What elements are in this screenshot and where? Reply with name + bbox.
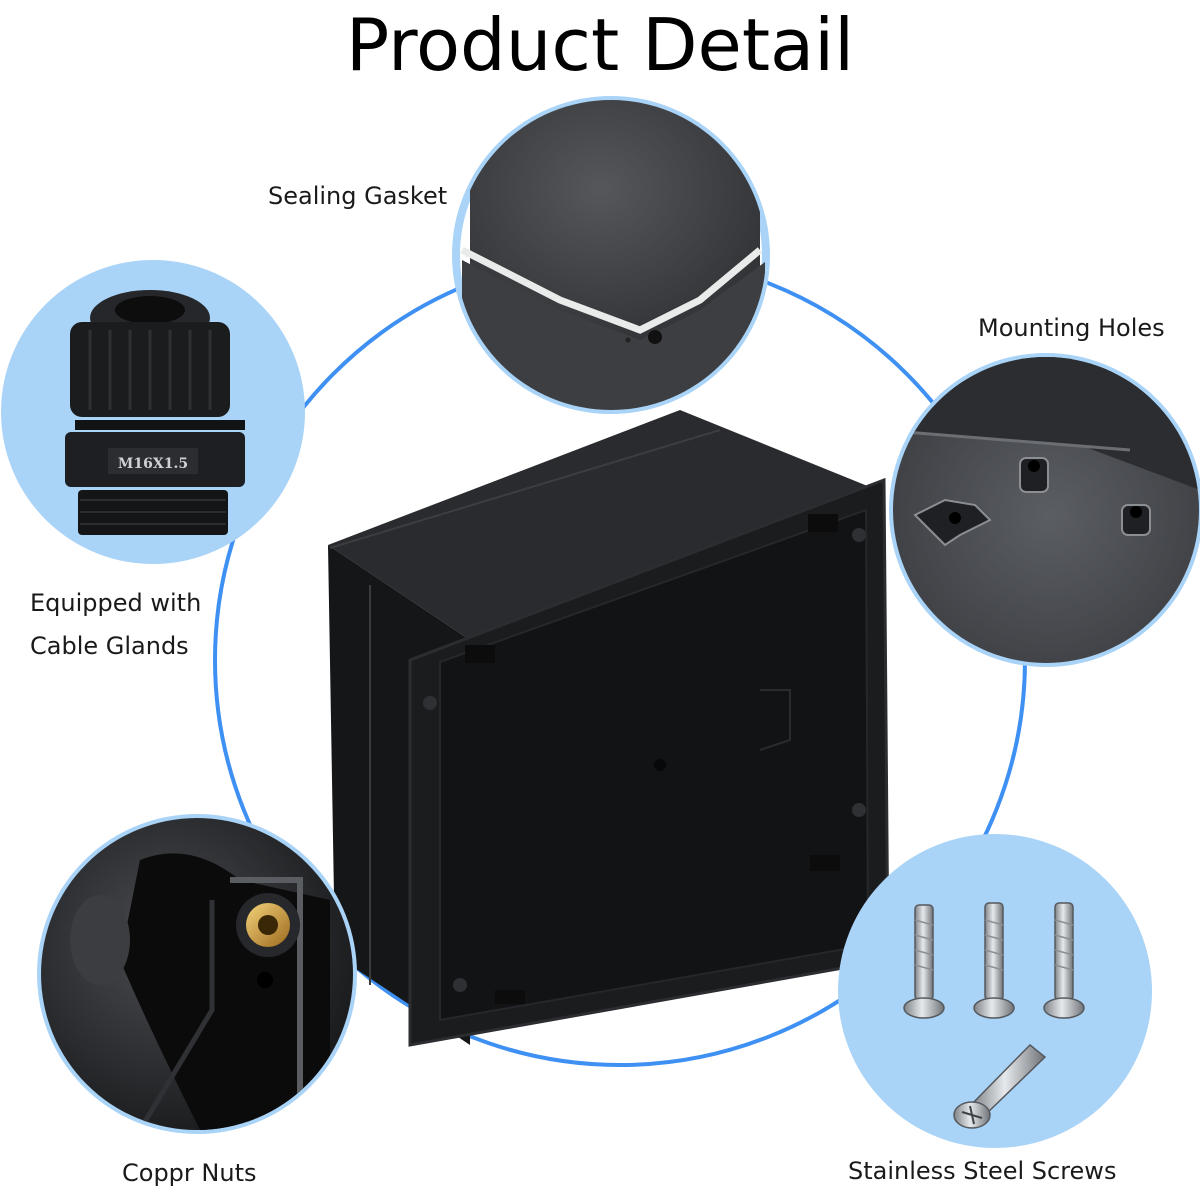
mounting-holes-label: Mounting Holes (978, 314, 1165, 342)
mounting-holes-image (889, 353, 1200, 667)
coppr-nuts-label: Coppr Nuts (122, 1159, 257, 1187)
cable-glands-label-line1: Equipped with (30, 589, 202, 617)
enclosure-box (328, 410, 890, 1047)
sealing-gasket-image (452, 96, 770, 414)
screws-label: Stainless Steel Screws (848, 1157, 1117, 1185)
cable-gland-image: M16X1.5 (1, 260, 305, 564)
sealing-gasket-label: Sealing Gasket (268, 182, 448, 210)
gland-marking: M16X1.5 (118, 456, 188, 472)
screws-image (838, 834, 1152, 1148)
cable-glands-label-line2: Cable Glands (30, 632, 189, 660)
copper-nuts-image (37, 814, 357, 1134)
page-title: Product Detail (345, 3, 855, 87)
